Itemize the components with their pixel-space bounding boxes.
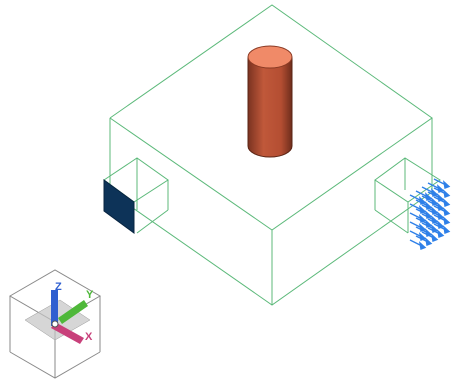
velocity-arrow-head — [442, 189, 451, 198]
z-axis-label: Z — [55, 281, 62, 293]
velocity-arrow-head — [442, 216, 451, 225]
velocity-arrow-head — [430, 233, 439, 242]
velocity-arrow-head — [442, 198, 451, 207]
velocity-arrow-head — [442, 225, 451, 234]
velocity-arrow-head — [436, 229, 445, 238]
velocity-arrow-head — [442, 207, 451, 216]
cylinder-solid[interactable] — [247, 45, 293, 158]
velocity-arrow-head — [424, 237, 433, 246]
x-axis — [51, 322, 84, 344]
z-axis — [51, 290, 58, 326]
x-axis-label: X — [85, 331, 93, 343]
velocity-arrow-head — [418, 241, 427, 250]
domain-box-wireframe — [109, 4, 433, 306]
y-axis-label: Y — [86, 289, 94, 301]
right-outlet-box — [374, 157, 441, 234]
velocity-arrow-head — [442, 180, 451, 189]
view-cube[interactable]: Z Y X — [9, 269, 101, 379]
outlet-velocity-arrows — [409, 178, 451, 250]
y-axis — [58, 300, 88, 324]
inlet-face[interactable] — [103, 179, 135, 234]
